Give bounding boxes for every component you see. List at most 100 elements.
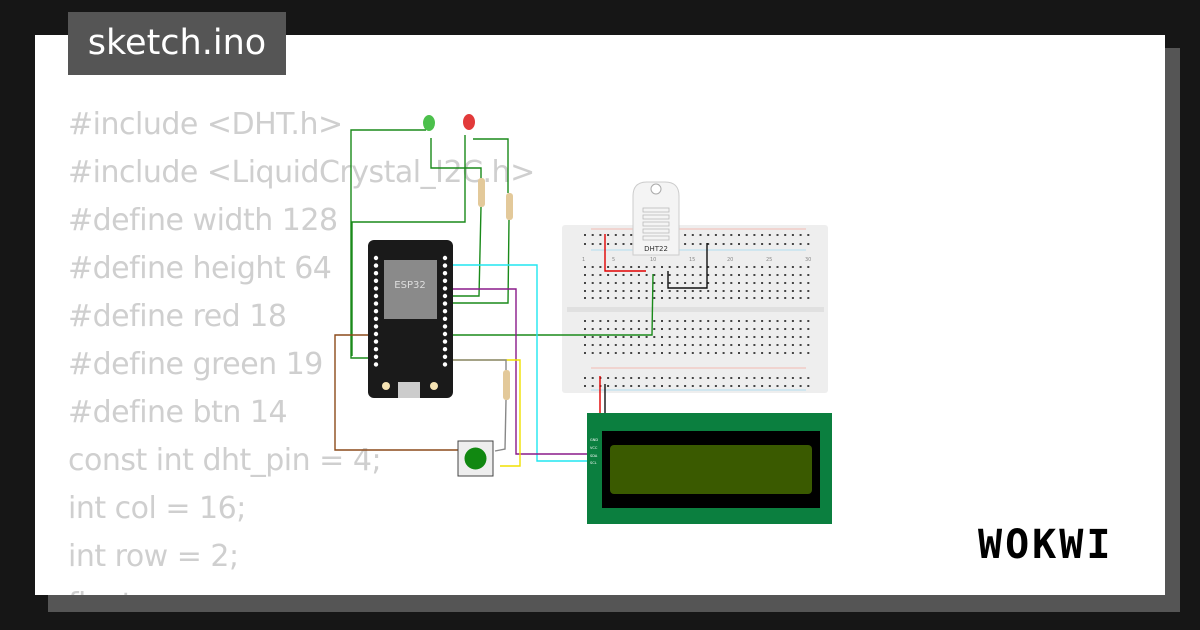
breadboard-hole [730,274,733,276]
breadboard-hole [784,352,787,354]
breadboard-hole [622,344,625,346]
dht22-sensor: DHT22 [632,181,680,256]
breadboard-hole [591,385,594,387]
breadboard-hole [791,352,794,354]
breadboard-hole [738,297,740,299]
breadboard-hole [791,274,794,276]
breadboard-hole [776,336,779,338]
breadboard-hole [745,344,748,346]
breadboard-hole [653,274,656,276]
breadboard-hole [738,243,740,245]
breadboard-hole [614,266,617,268]
breadboard-hole [599,243,602,245]
breadboard-hole [614,377,617,379]
breadboard-hole [584,297,586,299]
breadboard-hole [637,266,640,268]
breadboard-hole [714,344,717,346]
breadboard-hole [622,282,625,284]
breadboard-hole [661,297,663,299]
breadboard-hole [722,266,725,268]
breadboard-hole [730,243,733,245]
breadboard-hole [584,377,586,379]
breadboard-hole [753,385,756,387]
breadboard-hole [768,274,771,276]
breadboard-hole [784,385,787,387]
breadboard-hole [791,282,794,284]
breadboard-hole [637,377,640,379]
esp32-pin [373,286,379,291]
breadboard-hole [776,352,779,354]
breadboard-hole [745,352,748,354]
breadboard-hole [745,266,748,268]
breadboard-hole [776,344,779,346]
breadboard-hole [730,377,733,379]
breadboard-hole [591,344,594,346]
breadboard-hole [591,297,594,299]
code-line: #define red 18 [68,299,287,334]
breadboard-hole [799,290,802,292]
breadboard-hole [791,243,794,245]
breadboard-hole [614,274,617,276]
breadboard-hole [599,266,602,268]
breadboard-hole [730,336,733,338]
breadboard-hole [645,290,648,292]
lcd-display: GND VCC SDA SCL [587,413,832,524]
breadboard-hole [684,274,687,276]
breadboard-hole [668,297,671,299]
breadboard-hole [637,328,640,330]
breadboard-hole [607,377,610,379]
breadboard-hole [799,344,802,346]
breadboard-hole [599,352,602,354]
breadboard-hole [738,385,740,387]
code-line: #define green 19 [68,347,323,382]
bb-number: 5 [612,257,615,263]
breadboard-hole [799,320,802,322]
breadboard-hole [584,282,586,284]
breadboard-hole [622,328,625,330]
breadboard-hole [622,234,625,236]
esp32-pin [442,309,448,314]
breadboard-hole [714,282,717,284]
green-led [423,115,435,131]
esp32-pin [373,263,379,268]
breadboard-hole [753,297,756,299]
breadboard-hole [676,344,679,346]
breadboard-hole [684,328,687,330]
breadboard-hole [630,352,633,354]
esp32-pin [442,316,448,321]
breadboard-hole [753,243,756,245]
breadboard-hole [761,385,764,387]
breadboard-hole [653,297,656,299]
breadboard-hole [776,243,779,245]
breadboard-hole [630,336,633,338]
breadboard-hole [630,234,633,236]
breadboard-hole [761,274,764,276]
breadboard-hole [784,282,787,284]
breadboard-hole [607,297,610,299]
breadboard-hole [722,297,725,299]
sketch-title: sketch.ino [68,12,286,75]
breadboard-hole [630,377,633,379]
lcd-pin: SCL [590,461,597,465]
esp32-pin [373,271,379,276]
breadboard-hole [699,290,702,292]
breadboard-hole [630,385,633,387]
breadboard-hole [676,282,679,284]
breadboard-hole [645,320,648,322]
breadboard-hole [707,328,710,330]
red-led [463,114,475,130]
breadboard-hole [622,377,625,379]
breadboard-hole [738,320,740,322]
breadboard-hole [630,320,633,322]
breadboard-hole [707,274,710,276]
breadboard-hole [807,266,810,268]
breadboard-hole [730,320,733,322]
breadboard-hole [676,290,679,292]
breadboard-hole [614,282,617,284]
breadboard-hole [714,336,717,338]
breadboard-hole [807,234,810,236]
breadboard-hole [668,290,671,292]
esp32-pin [373,293,379,299]
breadboard-hole [722,320,725,322]
breadboard-hole [730,344,733,346]
